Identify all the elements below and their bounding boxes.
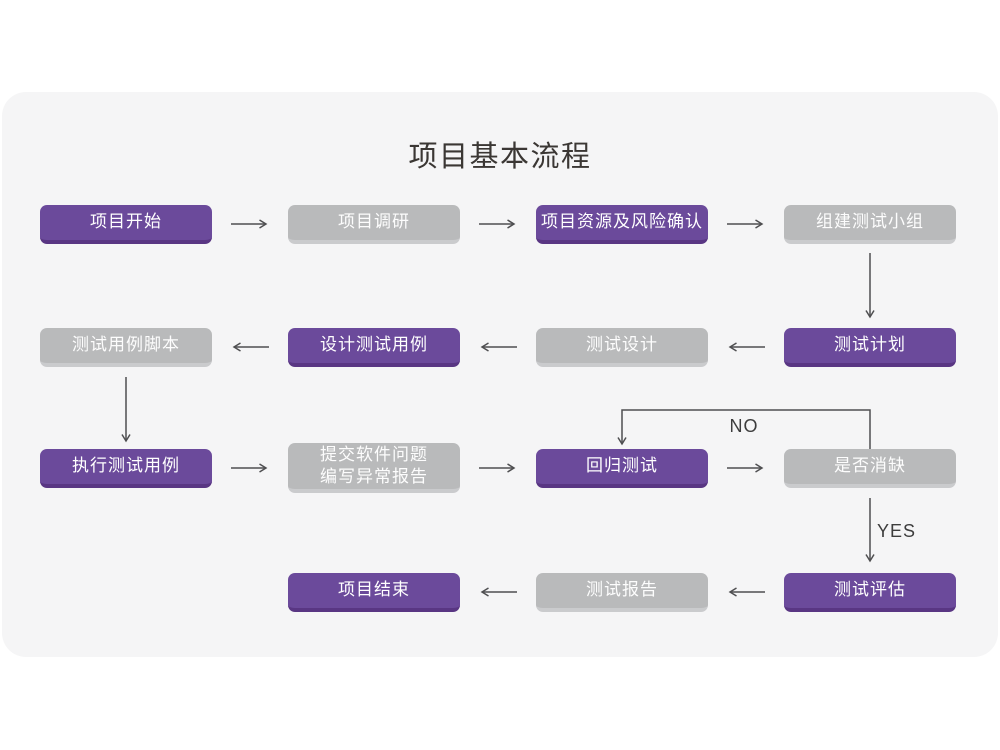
flow-node-design-test-cases: 设计测试用例 <box>288 328 460 367</box>
flow-node-regression-test: 回归测试 <box>536 449 708 488</box>
flow-node-project-end: 项目结束 <box>288 573 460 612</box>
flow-node-project-start: 项目开始 <box>40 205 212 244</box>
flow-node-test-design: 测试设计 <box>536 328 708 367</box>
flow-node-build-test-team: 组建测试小组 <box>784 205 956 244</box>
flow-node-test-plan: 测试计划 <box>784 328 956 367</box>
flow-node-execute-test-cases: 执行测试用例 <box>40 449 212 488</box>
flow-node-project-research: 项目调研 <box>288 205 460 244</box>
page-title: 项目基本流程 <box>408 141 592 173</box>
edge-label-yes: YES <box>877 521 917 541</box>
flow-node-test-evaluation: 测试评估 <box>784 573 956 612</box>
edge-label-no: NO <box>729 416 759 436</box>
flow-node-defect-cleared: 是否消缺 <box>784 449 956 488</box>
flowchart-card <box>2 92 998 657</box>
flow-node-submit-issue-report: 提交软件问题 编写异常报告 <box>288 443 460 493</box>
flow-node-resources-risk: 项目资源及风险确认 <box>536 205 708 244</box>
flow-node-test-report: 测试报告 <box>536 573 708 612</box>
flow-node-test-case-scripts: 测试用例脚本 <box>40 328 212 367</box>
